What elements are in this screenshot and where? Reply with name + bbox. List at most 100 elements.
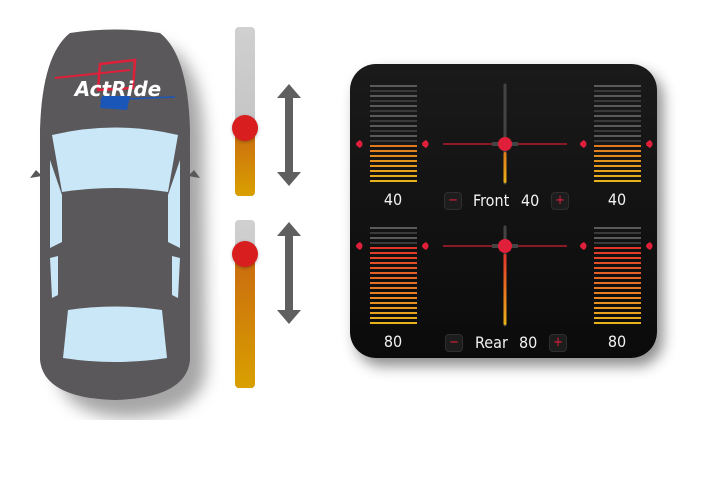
front-label: Front bbox=[473, 191, 510, 210]
rear-left-bar-segment bbox=[370, 237, 417, 239]
front-left-bar-segment bbox=[370, 135, 417, 137]
front-left-value: 40 bbox=[383, 190, 403, 209]
front-height-slider[interactable] bbox=[235, 27, 255, 196]
front-left-bar-segment bbox=[370, 105, 417, 107]
rear-level-indicator bbox=[503, 254, 507, 325]
front-left-bar-segment bbox=[370, 115, 417, 117]
front-level-indicator bbox=[503, 152, 507, 183]
front-right-bar-segment bbox=[594, 160, 641, 162]
front-left-bar-segment bbox=[370, 85, 417, 87]
front-right-bar-segment bbox=[594, 95, 641, 97]
front-right-bar-segment bbox=[594, 90, 641, 92]
front-left-bar-segment bbox=[370, 125, 417, 127]
rear-left-bar-segment bbox=[370, 232, 417, 234]
front-right-bar-segment bbox=[594, 100, 641, 102]
rear-right-bar-segment bbox=[594, 227, 641, 229]
rear-slider-knob[interactable] bbox=[232, 240, 258, 267]
rear-right-bar-segment bbox=[594, 277, 641, 279]
rear-right-bar-segment bbox=[594, 282, 641, 284]
front-slider-fill bbox=[235, 128, 255, 196]
car-top-view: ActRide bbox=[30, 29, 206, 418]
rear-left-bar-segment bbox=[370, 272, 417, 274]
front-left-bar-segment bbox=[370, 140, 417, 142]
front-left-bar-segment bbox=[370, 175, 417, 177]
front-right-bar-segment bbox=[594, 165, 641, 167]
rear-right-bar-segment bbox=[594, 237, 641, 239]
front-right-bar-segment bbox=[594, 180, 641, 182]
front-level-marker-icon bbox=[646, 140, 653, 148]
front-left-bar-segment bbox=[370, 120, 417, 122]
rear-left-bar-segment bbox=[370, 292, 417, 294]
rear-right-bar-segment bbox=[594, 287, 641, 289]
rear-right-bar-segment bbox=[594, 232, 641, 234]
rear-level-marker-icon bbox=[356, 242, 363, 250]
front-level-marker-icon bbox=[356, 140, 363, 148]
rear-right-bar-segment bbox=[594, 262, 641, 264]
logo-red-mark bbox=[96, 58, 137, 92]
rear-plus-button[interactable]: + bbox=[549, 334, 567, 352]
front-plus-button[interactable]: + bbox=[551, 192, 569, 210]
suspension-panel: 40 40 − Front 40 + 80 80 − Rear 80 + bbox=[350, 64, 657, 358]
front-left-bar-segment bbox=[370, 100, 417, 102]
front-left-bar-segment bbox=[370, 160, 417, 162]
front-right-bar-segment bbox=[594, 105, 641, 107]
rear-right-bar-segment bbox=[594, 252, 641, 254]
front-left-bar-segment bbox=[370, 165, 417, 167]
front-right-bar-segment bbox=[594, 170, 641, 172]
front-left-bar-segment bbox=[370, 170, 417, 172]
front-level-marker-icon bbox=[422, 140, 429, 148]
rear-left-bar-segment bbox=[370, 257, 417, 259]
rear-left-bar-segment bbox=[370, 247, 417, 249]
front-left-bar-segment bbox=[370, 130, 417, 132]
rear-left-bar-segment bbox=[370, 297, 417, 299]
front-left-bar-segment bbox=[370, 90, 417, 92]
front-left-bar-segment bbox=[370, 155, 417, 157]
rear-right-bar-segment bbox=[594, 317, 641, 319]
rear-right-bar-segment bbox=[594, 242, 641, 244]
front-slider-knob[interactable] bbox=[232, 115, 258, 142]
rear-left-bar-segment bbox=[370, 262, 417, 264]
front-right-value: 40 bbox=[607, 190, 627, 209]
front-left-bar-segment bbox=[370, 95, 417, 97]
rear-right-bar-segment bbox=[594, 247, 641, 249]
rear-right-bar-segment bbox=[594, 272, 641, 274]
rear-right-bar-segment bbox=[594, 292, 641, 294]
rear-right-value: 80 bbox=[607, 332, 627, 351]
rear-minus-button[interactable]: − bbox=[445, 334, 463, 352]
front-right-bar-segment bbox=[594, 110, 641, 112]
front-right-bar-segment bbox=[594, 130, 641, 132]
front-right-bar-segment bbox=[594, 145, 641, 147]
rear-level-marker-icon bbox=[646, 242, 653, 250]
front-minus-button[interactable]: − bbox=[444, 192, 462, 210]
rear-label: Rear bbox=[475, 333, 508, 352]
front-left-bar-segment bbox=[370, 145, 417, 147]
front-right-bar-segment bbox=[594, 175, 641, 177]
rear-right-bar-segment bbox=[594, 257, 641, 259]
front-crosshair-knob bbox=[498, 137, 512, 151]
rear-left-bar-segment bbox=[370, 302, 417, 304]
level-graphics bbox=[356, 83, 653, 327]
rear-level-marker-icon bbox=[422, 242, 429, 250]
front-left-bar-segment bbox=[370, 180, 417, 182]
rear-left-bar-segment bbox=[370, 267, 417, 269]
rear-left-bar-segment bbox=[370, 287, 417, 289]
rear-level-marker-icon bbox=[580, 242, 587, 250]
front-right-bar-segment bbox=[594, 125, 641, 127]
front-right-bar-segment bbox=[594, 135, 641, 137]
rear-right-bar-segment bbox=[594, 297, 641, 299]
front-right-bar-segment bbox=[594, 85, 641, 87]
rear-crosshair-knob bbox=[498, 239, 512, 253]
rear-right-bar-segment bbox=[594, 307, 641, 309]
rear-value: 80 bbox=[519, 333, 538, 352]
rear-left-bar-segment bbox=[370, 242, 417, 244]
rear-right-bar-segment bbox=[594, 267, 641, 269]
rear-right-bar-segment bbox=[594, 302, 641, 304]
front-right-bar-segment bbox=[594, 115, 641, 117]
front-right-bar-segment bbox=[594, 120, 641, 122]
front-left-bar-segment bbox=[370, 110, 417, 112]
rear-left-bar-segment bbox=[370, 317, 417, 319]
rear-slider-fill bbox=[235, 253, 255, 388]
actride-logo: ActRide bbox=[73, 77, 161, 101]
rear-left-bar-segment bbox=[370, 282, 417, 284]
front-left-bar-segment bbox=[370, 150, 417, 152]
